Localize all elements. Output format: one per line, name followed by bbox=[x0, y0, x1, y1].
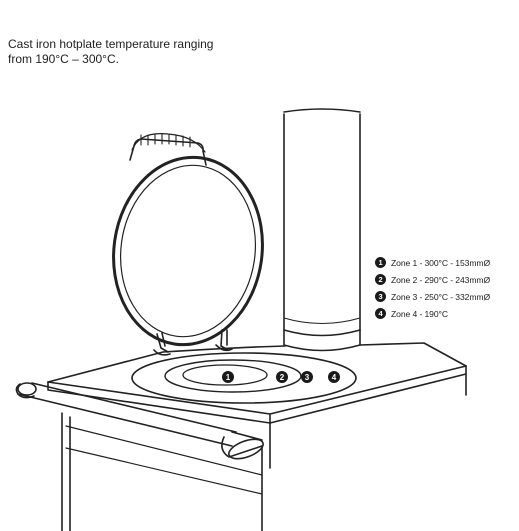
zone-1-badge: 1 bbox=[375, 257, 386, 268]
zone-marker-2: 2 bbox=[276, 371, 288, 383]
legend-label-zone-2: Zone 2 - 290°C - 243mmØ bbox=[391, 274, 491, 285]
lid-handle bbox=[129, 132, 207, 166]
legend-label-zone-3: Zone 3 - 250°C - 332mmØ bbox=[391, 291, 491, 302]
caption: Cast iron hotplate temperature ranging f… bbox=[8, 37, 268, 67]
flue-pipe bbox=[283, 108, 361, 352]
lid-hinges bbox=[153, 329, 233, 356]
stove-top bbox=[47, 342, 467, 469]
legend-item-zone-3: 3 Zone 3 - 250°C - 332mmØ bbox=[375, 288, 515, 305]
caption-line-2: from 190°C – 300°C. bbox=[8, 52, 119, 66]
front-rail bbox=[15, 382, 264, 460]
hotplate-rings bbox=[131, 352, 357, 404]
zone-legend: 1 Zone 1 - 300°C - 153mmØ 2 Zone 2 - 290… bbox=[375, 254, 515, 322]
zone-4-badge: 4 bbox=[375, 308, 386, 319]
zone-marker-4: 4 bbox=[328, 371, 340, 383]
zone-marker-3: 3 bbox=[301, 371, 313, 383]
lid-disc bbox=[112, 155, 264, 347]
zone-2-badge: 2 bbox=[375, 274, 386, 285]
zone-marker-1: 1 bbox=[222, 371, 234, 383]
legend-item-zone-2: 2 Zone 2 - 290°C - 243mmØ bbox=[375, 271, 515, 288]
legend-label-zone-1: Zone 1 - 300°C - 153mmØ bbox=[391, 257, 491, 268]
legend-item-zone-1: 1 Zone 1 - 300°C - 153mmØ bbox=[375, 254, 515, 271]
stove-body bbox=[61, 412, 263, 531]
caption-line-1: Cast iron hotplate temperature ranging bbox=[8, 37, 214, 51]
zone-3-badge: 3 bbox=[375, 291, 386, 302]
legend-label-zone-4: Zone 4 - 190°C bbox=[391, 308, 448, 319]
legend-item-zone-4: 4 Zone 4 - 190°C bbox=[375, 305, 515, 322]
